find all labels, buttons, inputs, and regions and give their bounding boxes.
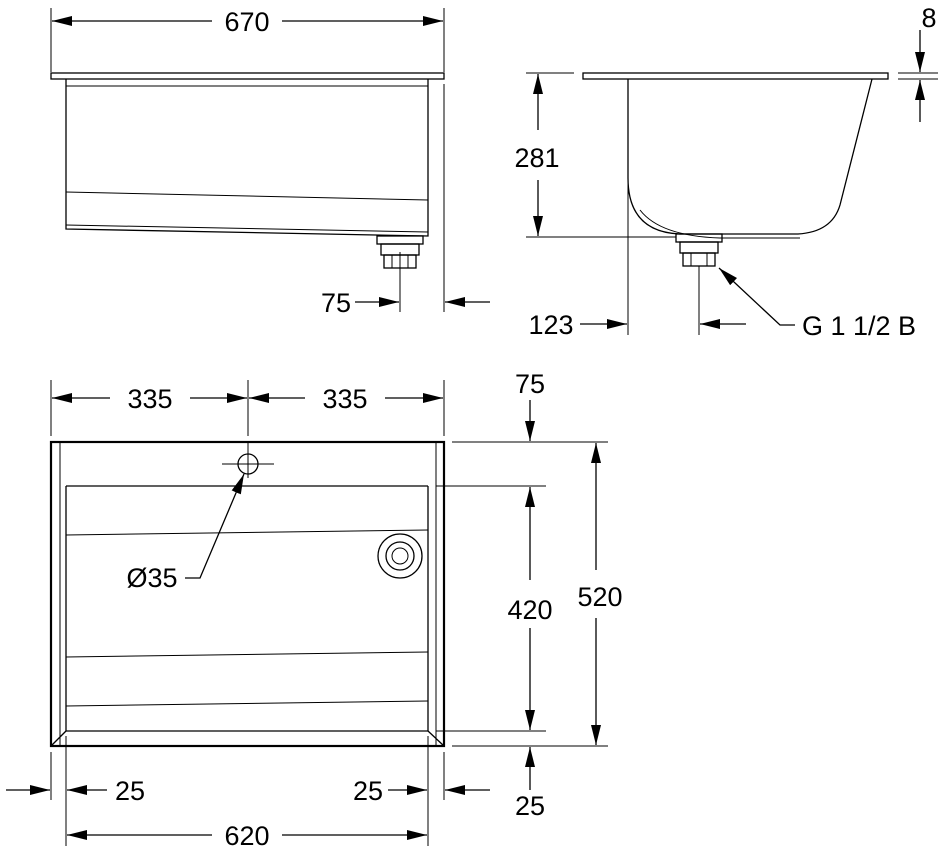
inner-depth-label: 420 xyxy=(507,595,552,625)
tap-hole xyxy=(222,442,274,478)
inner-width-label: 620 xyxy=(224,821,269,851)
section-outlet-fitting xyxy=(675,233,723,335)
outer-depth-label: 520 xyxy=(577,582,622,612)
side-width-label: 670 xyxy=(224,7,269,37)
side-view: 670 75 xyxy=(50,7,490,318)
tap-hole-diameter-label: Ø35 xyxy=(126,563,177,593)
right-half-label: 335 xyxy=(322,384,367,414)
left-rim-label: 25 xyxy=(115,776,145,806)
thread-label: G 1 1/2 B xyxy=(802,311,916,341)
depth-label: 281 xyxy=(514,143,559,173)
right-rim-label: 25 xyxy=(353,776,383,806)
plan-view: 335 335 Ø35 75 420 520 25 25 xyxy=(6,369,623,851)
drain-outlet xyxy=(377,533,423,579)
outlet-fitting xyxy=(376,235,424,269)
side-outlet-offset-label: 75 xyxy=(321,288,351,318)
section-view: 8 281 123 G 1 1/2 B xyxy=(514,3,938,341)
rim-thickness-label: 8 xyxy=(921,3,936,33)
left-half-label: 335 xyxy=(127,384,172,414)
top-offset-label: 75 xyxy=(515,369,545,399)
section-outlet-offset-label: 123 xyxy=(528,310,573,340)
bottom-rim-label: 25 xyxy=(515,791,545,821)
